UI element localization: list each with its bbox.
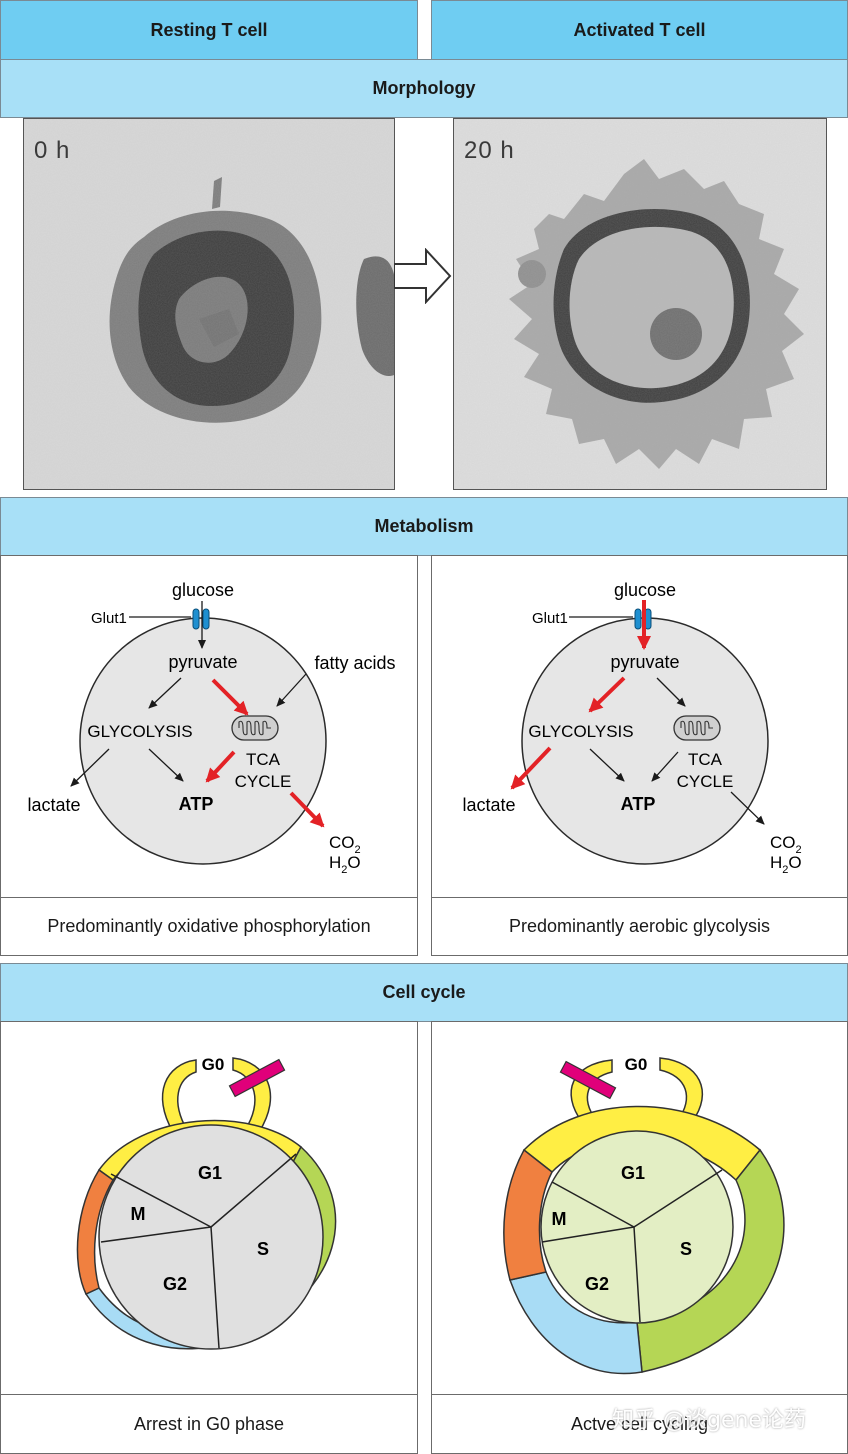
g0-loop-right xyxy=(659,1057,703,1123)
metabolism-panel-resting: glucose Glut1 pyruvate fatty acids GLYCO… xyxy=(0,555,418,898)
s-label: S xyxy=(257,1239,269,1259)
tca-label: TCA xyxy=(688,750,723,769)
co2-label: CO2 xyxy=(329,833,361,856)
section-label: Metabolism xyxy=(374,516,474,536)
g0-label: G0 xyxy=(625,1055,648,1074)
m-label: M xyxy=(131,1204,146,1224)
fatty-acids-label: fatty acids xyxy=(314,653,395,673)
glucose-label: glucose xyxy=(172,580,234,600)
m-arc xyxy=(76,1168,114,1295)
pyruvate-label: pyruvate xyxy=(610,652,679,672)
g1-label: G1 xyxy=(198,1163,222,1183)
cycle-inner-circle xyxy=(540,1130,734,1324)
section-morphology: Morphology xyxy=(0,59,848,118)
g2-label: G2 xyxy=(585,1274,609,1294)
lactate-label: lactate xyxy=(462,795,515,815)
g2-label: G2 xyxy=(163,1274,187,1294)
glut1-transporter-icon xyxy=(634,608,652,630)
transition-arrow-icon xyxy=(394,248,452,304)
h2o-label: H2O xyxy=(770,853,802,876)
header-resting-t-cell: Resting T cell xyxy=(0,0,418,60)
mitochondrion-icon xyxy=(673,715,721,741)
section-cell-cycle: Cell cycle xyxy=(0,963,848,1022)
glycolysis-label: GLYCOLYSIS xyxy=(87,722,192,741)
metabolism-caption-activated: Predominantly aerobic glycolysis xyxy=(431,897,848,956)
mitochondrion-icon xyxy=(231,715,279,741)
cell-cycle-panel-activated: G0 G1 M S G2 xyxy=(431,1021,848,1395)
cycle-label: CYCLE xyxy=(677,772,734,791)
section-metabolism: Metabolism xyxy=(0,497,848,556)
header-label: Resting T cell xyxy=(150,19,268,40)
cell-cycle-panel-resting: G0 G1 M S G2 xyxy=(0,1021,418,1395)
pyruvate-label: pyruvate xyxy=(168,652,237,672)
g0-block-icon xyxy=(228,1058,286,1098)
section-label: Cell cycle xyxy=(382,982,466,1002)
cell-cycle-caption-resting: Arrest in G0 phase xyxy=(0,1394,418,1454)
g0-label: G0 xyxy=(202,1055,225,1074)
co2-label: CO2 xyxy=(770,833,802,856)
metabolism-panel-activated: glucose Glut1 pyruvate GLYCOLYSIS TCA CY… xyxy=(431,555,848,898)
lactate-label: lactate xyxy=(27,795,80,815)
header-label: Activated T cell xyxy=(573,19,706,40)
g0-block-icon xyxy=(559,1060,617,1100)
glycolysis-label: GLYCOLYSIS xyxy=(528,722,633,741)
activated-cell-micrograph: 20 h xyxy=(453,118,827,490)
header-activated-t-cell: Activated T cell xyxy=(431,0,848,60)
glut1-label: Glut1 xyxy=(532,610,568,627)
section-label: Morphology xyxy=(372,78,476,98)
resting-cell-micrograph: 0 h xyxy=(23,118,395,490)
g0-loop-left xyxy=(161,1059,197,1133)
metabolism-caption-resting: Predominantly oxidative phosphorylation xyxy=(0,897,418,956)
time-label-20h: 20 h xyxy=(464,137,515,164)
cell-cycle-caption-activated: Actve cell cycling xyxy=(431,1394,848,1454)
time-label-0h: 0 h xyxy=(34,137,71,164)
cycle-label: CYCLE xyxy=(235,772,292,791)
atp-label: ATP xyxy=(179,794,214,814)
m-arc xyxy=(503,1148,553,1281)
g1-label: G1 xyxy=(621,1163,645,1183)
glut1-transporter-icon xyxy=(192,608,210,630)
h2o-label: H2O xyxy=(329,853,361,876)
atp-label: ATP xyxy=(621,794,656,814)
glucose-label: glucose xyxy=(614,580,676,600)
tca-label: TCA xyxy=(246,750,281,769)
s-label: S xyxy=(680,1239,692,1259)
watermark: 知乎 @谈gene论药 xyxy=(612,1408,806,1433)
glut1-label: Glut1 xyxy=(91,610,127,627)
m-label: M xyxy=(552,1209,567,1229)
